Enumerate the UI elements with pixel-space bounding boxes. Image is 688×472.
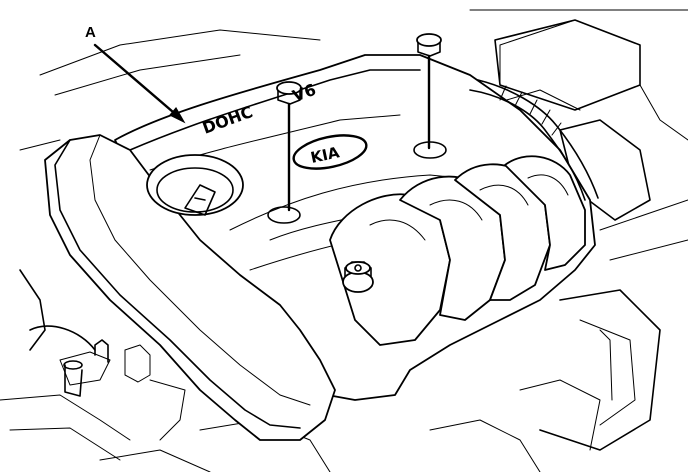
cable	[469, 79, 599, 201]
bolt-icon	[416, 33, 442, 150]
bolt-1	[342, 261, 374, 293]
callout-label: A	[85, 24, 96, 41]
callout-a: A	[85, 24, 186, 124]
engine-bay-left	[0, 29, 331, 472]
emblem-text: KIA	[309, 143, 341, 167]
intake-duct	[44, 134, 336, 441]
kia-emblem: KIA	[292, 134, 368, 170]
oil-filler-cap	[146, 154, 244, 216]
engine-bay-background	[429, 9, 688, 472]
bolt-icon	[276, 81, 302, 212]
intake-runners	[329, 155, 586, 346]
